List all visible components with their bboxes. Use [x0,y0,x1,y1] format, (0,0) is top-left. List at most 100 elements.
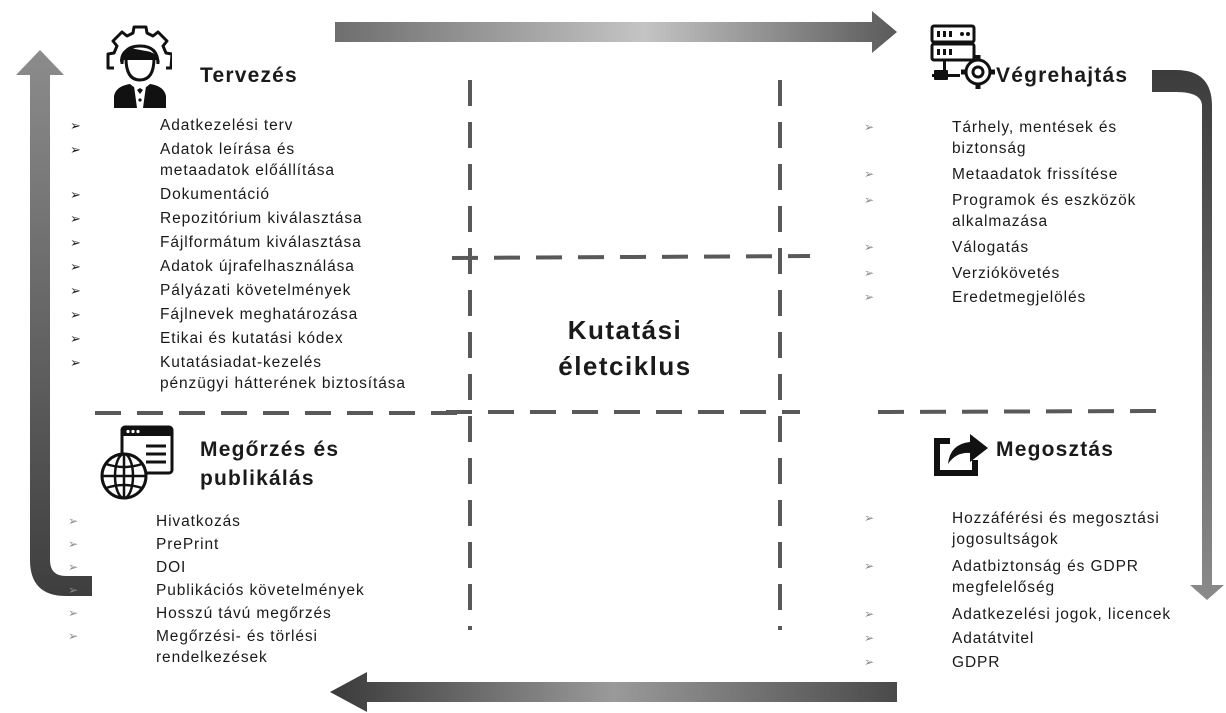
tervezes-item: ➢ Kutatásiadat-kezelés pénzügyi hátteréne… [70,352,456,394]
bullet-arrow-icon: ➢ [864,266,875,280]
megorzes-item-label: DOI [156,559,187,576]
divider-horizontal-upper [451,254,811,260]
bullet-arrow-icon: ➢ [70,283,82,298]
center-title-line-1: Kutatási [567,315,683,345]
tervezes-item-label: Etikai és kutatási kódex [160,330,344,347]
center-title-line-2: életciklus [558,351,692,381]
vegrehajtas-title: Végrehajtás [996,64,1129,87]
megorzes-item-label: Publikációs követelmények [156,582,365,599]
tervezes-item-label: Repozitórium kiválasztása [160,210,363,227]
vegrehajtas-item: ➢ Tárhely, mentések és biztonság [864,117,1188,159]
vegrehajtas-item: ➢ Programok és eszközök alkalmazása [864,190,1188,232]
bullet-arrow-icon: ➢ [864,631,875,645]
arrow-top [335,11,897,53]
center-title: Kutatási életciklus [520,312,730,384]
bullet-arrow-icon: ➢ [68,514,79,528]
vegrehajtas-item-label: Programok és eszközök alkalmazása [952,192,1137,230]
bullet-arrow-icon: ➢ [864,290,875,304]
megorzes-list: ➢ Hivatkozás ➢ PrePrint ➢ DOI ➢ Publikációs köv… [68,511,442,668]
divider-horizontal-right [877,409,1161,414]
megosztas-item: ➢Adatbiztonság és GDPR megfelelőség [864,556,1208,598]
vegrehajtas-item-label: Verziókövetés [952,265,1061,282]
bullet-arrow-icon: ➢ [70,142,82,157]
megorzes-item: ➢ Hosszú távú megőrzés [68,603,442,624]
tervezes-item: ➢ Adatkezelési terv [70,115,456,136]
arrow-bottom [330,672,897,712]
vegrehajtas-item-label: Metaadatok frissítése [952,166,1119,183]
bullet-arrow-icon: ➢ [68,583,79,597]
tervezes-item-label: Kutatásiadat-kezelés pénzügyi hátterének… [160,354,406,392]
tervezes-item: ➢ Fájlnevek meghatározása [70,304,456,325]
bullet-arrow-icon: ➢ [864,167,875,181]
bullet-arrow-icon: ➢ [70,355,82,370]
tervezes-item-label: Adatok újrafelhasználása [160,258,355,275]
vegrehajtas-item-label: Válogatás [952,239,1030,256]
bullet-arrow-icon: ➢ [68,606,79,620]
web-globe-icon [100,425,174,500]
vegrehajtas-item-label: Tárhely, mentések és biztonság [952,119,1118,157]
megorzes-item-label: Hosszú távú megőrzés [156,605,332,622]
bullet-arrow-icon: ➢ [864,655,875,669]
tervezes-item: ➢ Pályázati követelmények [70,280,456,301]
tervezes-item-label: Dokumentáció [160,186,270,203]
megosztas-item-label: Hozzáférési és megosztási jogosultságok [952,510,1160,548]
megosztas-item: ➢ Hozzáférési és megosztási jogosultságok [864,508,1208,550]
megosztas-item: ➢ Adatkezelési jogok, licencek [864,604,1208,625]
bullet-arrow-icon: ➢ [68,537,79,551]
tervezes-item-label: Adatkezelési terv [160,117,294,134]
tervezes-item: ➢ Adatok leírása és metaadatok előállítás… [70,139,456,181]
megosztas-item-label: GDPR [952,654,1001,671]
megorzes-item: ➢ Publikációs követelmények [68,580,442,601]
bullet-arrow-icon: ➢ [68,629,79,643]
vegrehajtas-item: ➢ Verziókövetés [864,263,1188,284]
tervezes-item: ➢ Etikai és kutatási kódex [70,328,456,349]
megorzes-item: ➢ PrePrint [68,534,442,555]
tervezes-item-label: Fájlformátum kiválasztása [160,234,362,251]
bullet-arrow-icon: ➢ [864,511,875,525]
bullet-arrow-icon: ➢ [70,187,82,202]
tervezes-item: ➢ Adatok újrafelhasználása [70,256,456,277]
tervezes-item: ➢Fájlformátum kiválasztása [70,232,456,253]
vegrehajtas-item-label: Eredetmegjelölés [952,289,1087,306]
tervezes-item-label: Adatok leírása és metaadatok előállítása [160,141,335,179]
megorzes-item-label: PrePrint [156,536,220,553]
tervezes-item-label: Pályázati követelmények [160,282,352,299]
bullet-arrow-icon: ➢ [864,559,875,573]
megorzes-title: Megőrzés és publikálás [200,438,340,490]
megosztas-item-label: Adatátvitel [952,630,1035,647]
megorzes-item-label: Megőrzési- és törlési rendelkezések [156,628,318,666]
tervezes-item: ➢ Repozitórium kiválasztása [70,208,456,229]
tervezes-item-label: Fájlnevek meghatározása [160,306,359,323]
bullet-arrow-icon: ➢ [70,331,82,346]
bullet-arrow-icon: ➢ [864,120,875,134]
vegrehajtas-list: ➢ Tárhely, mentések és biztonság ➢ Metaadat… [864,117,1188,308]
arrow-left [16,50,92,596]
megosztas-item: ➢ Adatátvitel [864,628,1208,649]
megorzes-item: ➢ Megőrzési- és törlési rendelkezések [68,626,442,668]
bullet-arrow-icon: ➢ [864,607,875,621]
megosztas-item-label: Adatkezelési jogok, licencek [952,606,1172,623]
tervezes-list: ➢ Adatkezelési terv ➢ Adatok leírása és met… [70,115,456,394]
megorzes-item-label: Hivatkozás [156,513,241,530]
megorzes-item: ➢ Hivatkozás [68,511,442,532]
tervezes-title: Tervezés [200,64,298,87]
vegrehajtas-item: ➢ Metaadatok frissítése [864,164,1188,185]
megosztas-item: ➢ GDPR [864,652,1208,673]
bullet-arrow-icon: ➢ [864,193,875,207]
vegrehajtas-item: ➢ Válogatás [864,237,1188,258]
megosztas-title: Megosztás [996,438,1115,461]
bullet-arrow-icon: ➢ [68,560,79,574]
bullet-arrow-icon: ➢ [864,240,875,254]
bullet-arrow-icon: ➢ [70,259,82,274]
share-icon [934,434,988,476]
vegrehajtas-item: ➢ Eredetmegjelölés [864,287,1188,308]
megorzes-item: ➢ DOI [68,557,442,578]
engineer-gear-icon [106,25,172,108]
tervezes-item: ➢ Dokumentáció [70,184,456,205]
bullet-arrow-icon: ➢ [70,307,82,322]
megosztas-list: ➢ Hozzáférési és megosztási jogosultságok… [864,508,1208,673]
bullet-arrow-icon: ➢ [70,211,82,226]
arrow-right [1152,70,1224,600]
bullet-arrow-icon: ➢ [70,118,82,133]
